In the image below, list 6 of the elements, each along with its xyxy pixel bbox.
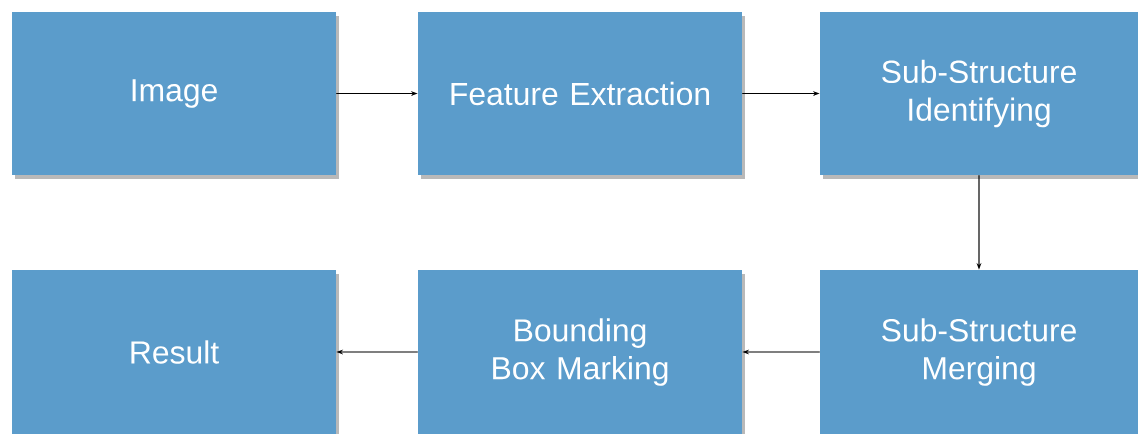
process-box: Sub-Structure Merging <box>820 270 1138 434</box>
process-box: Image <box>12 12 339 179</box>
process-box: Sub-Structure Identifying <box>820 12 1138 179</box>
process-box: Result <box>12 270 339 434</box>
process-box: Feature Extraction <box>418 12 745 179</box>
process-box: Bounding Box Marking <box>418 270 745 434</box>
